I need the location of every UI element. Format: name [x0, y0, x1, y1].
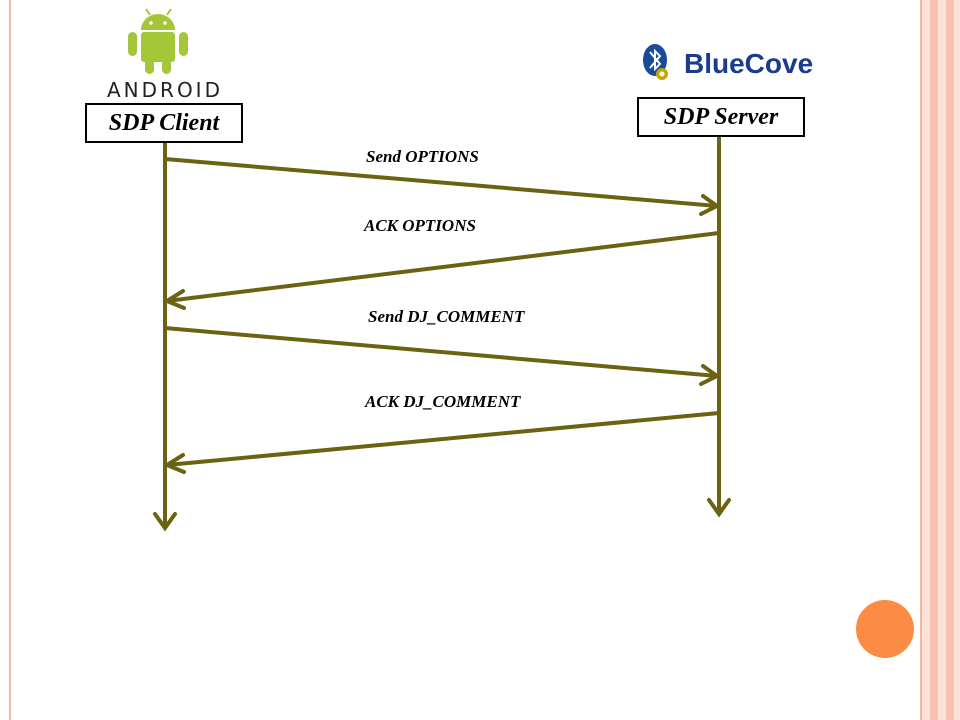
- server-lifeline: [707, 137, 731, 518]
- message-label-ack-options: ACK OPTIONS: [364, 216, 476, 235]
- sdp-server-label: SDP Server: [663, 103, 779, 130]
- android-wordmark: ANDROID: [107, 78, 223, 102]
- sdp-client-label: SDP Client: [108, 109, 220, 136]
- arrow-send-options: [164, 157, 721, 216]
- sdp-client-box: SDP Client: [85, 103, 243, 143]
- android-robot-icon: [128, 8, 188, 74]
- sdp-server-box: SDP Server: [637, 97, 805, 137]
- orange-accent-circle: [856, 600, 914, 658]
- arrow-send-dj-comment: [164, 326, 721, 386]
- message-label-send-dj-comment: Send DJ_COMMENT: [368, 307, 525, 326]
- left-border-line: [9, 0, 11, 720]
- message-label-ack-dj-comment: ACK DJ_COMMENT: [365, 392, 521, 411]
- bluecove-wordmark: BlueCove: [684, 48, 814, 79]
- bluetooth-icon: [643, 44, 668, 80]
- right-border-stripes: [918, 0, 960, 720]
- client-lifeline: [153, 143, 177, 532]
- arrow-ack-options: [162, 231, 720, 310]
- arrow-ack-dj-comment: [162, 411, 720, 474]
- message-label-send-options: Send OPTIONS: [366, 147, 479, 166]
